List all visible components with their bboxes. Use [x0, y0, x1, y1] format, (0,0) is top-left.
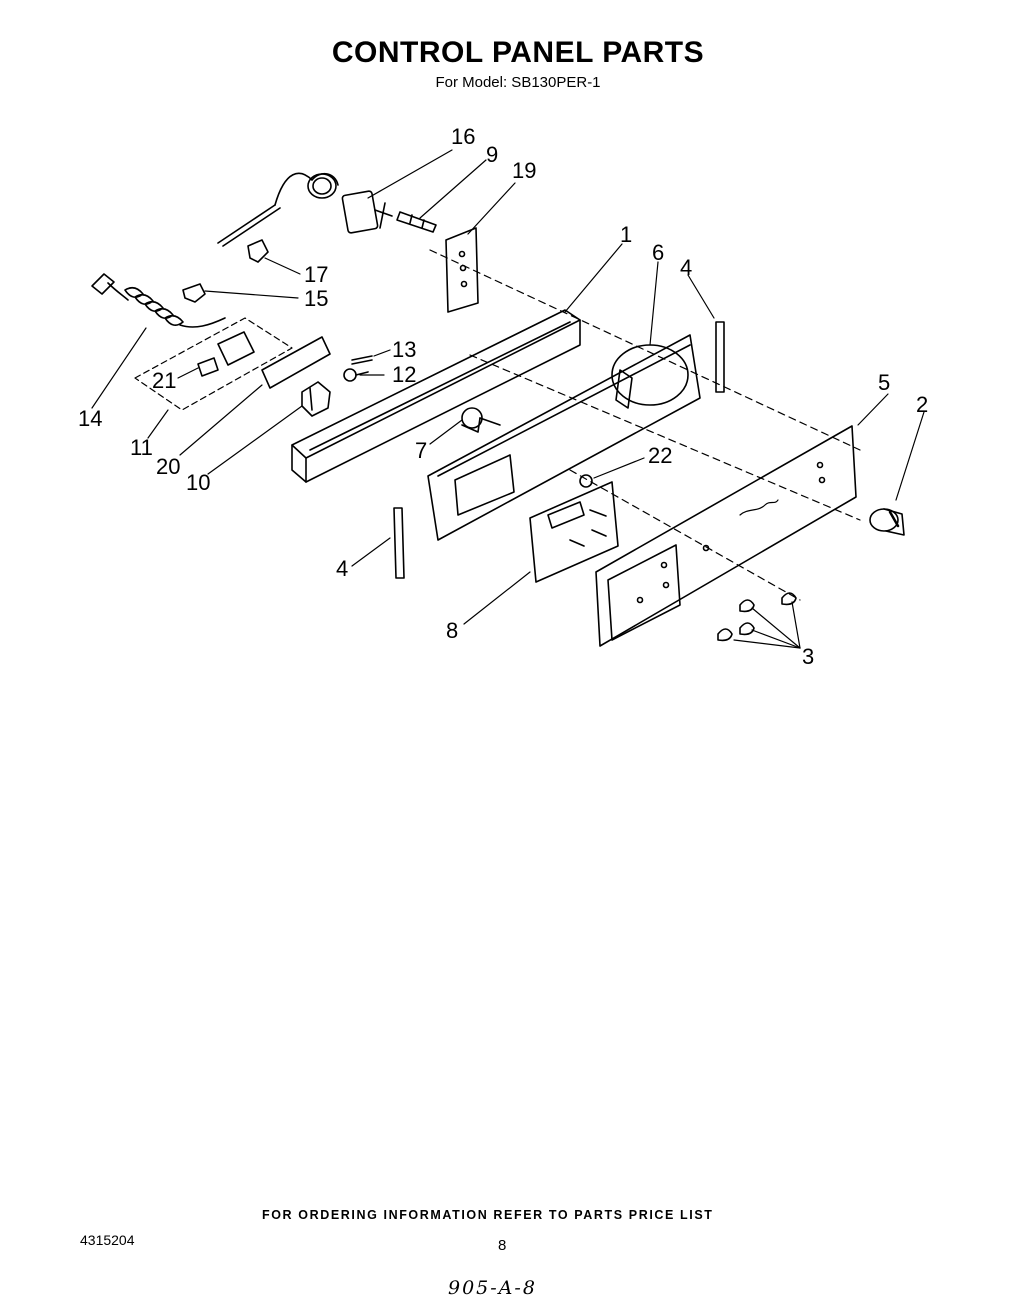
document-number: 4315204: [80, 1232, 135, 1248]
power-cord-part-14: [91, 273, 226, 328]
callout-16: 16: [451, 124, 475, 149]
page-number: 8: [498, 1237, 507, 1254]
clip-part-15: [182, 283, 206, 303]
terminal-block-assembly-part-11: [134, 317, 293, 411]
callout-9: 9: [486, 142, 498, 167]
screw-part-12: [343, 368, 369, 382]
channel-part-1: [291, 309, 581, 483]
clip-part-17: [247, 239, 269, 263]
model-subtitle: For Model: SB130PER-1: [435, 74, 601, 91]
callout-4-lower: 4: [336, 556, 348, 581]
mounting-bracket-part-20: [261, 336, 331, 389]
page-title: CONTROL PANEL PARTS: [331, 36, 705, 69]
callout-5: 5: [878, 370, 890, 395]
callout-14: 14: [78, 406, 102, 431]
callout-labels: 16 9 19 1 6 4 17 15 13 12 21 14 11 20 10…: [78, 124, 928, 669]
callout-2: 2: [916, 392, 928, 417]
callout-12: 12: [392, 362, 416, 387]
callout-21: 21: [152, 368, 176, 393]
bracket-plate-part-19: [445, 227, 479, 313]
callout-10: 10: [186, 470, 210, 495]
terminal-block-part-10: [301, 381, 331, 417]
callout-22: 22: [648, 443, 672, 468]
callout-17: 17: [304, 262, 328, 287]
console-frame-part-6: [427, 334, 701, 541]
callout-13: 13: [392, 337, 416, 362]
callout-6: 6: [652, 240, 664, 265]
alignment-lines: [429, 249, 861, 601]
screw-part-13: [351, 355, 373, 365]
callout-7: 7: [415, 438, 427, 463]
shaft-part-9: [396, 211, 437, 233]
callout-3: 3: [802, 644, 814, 669]
callout-20: 20: [156, 454, 180, 479]
large-knob-part-2: [869, 508, 905, 536]
ordering-note: FOR ORDERING INFORMATION REFER TO PARTS …: [262, 1208, 714, 1222]
callout-15: 15: [304, 286, 328, 311]
callout-11: 11: [130, 435, 153, 460]
callout-19: 19: [512, 158, 536, 183]
end-cap-part-4-upper: [715, 321, 725, 393]
nut-part-22: [579, 474, 593, 488]
control-panel-face-part-5: [595, 425, 857, 647]
circuit-board-part-8: [529, 481, 619, 583]
callout-4-upper: 4: [680, 255, 692, 280]
timer-motor-part-16: [217, 172, 393, 247]
callout-1: 1: [620, 222, 632, 247]
callout-8: 8: [446, 618, 458, 643]
switch-part-7: [461, 407, 501, 433]
handwritten-note: 905-A-8: [448, 1277, 537, 1299]
knobs-part-3: [717, 592, 797, 642]
end-cap-part-4-lower: [393, 507, 405, 579]
leader-lines: [91, 149, 925, 649]
